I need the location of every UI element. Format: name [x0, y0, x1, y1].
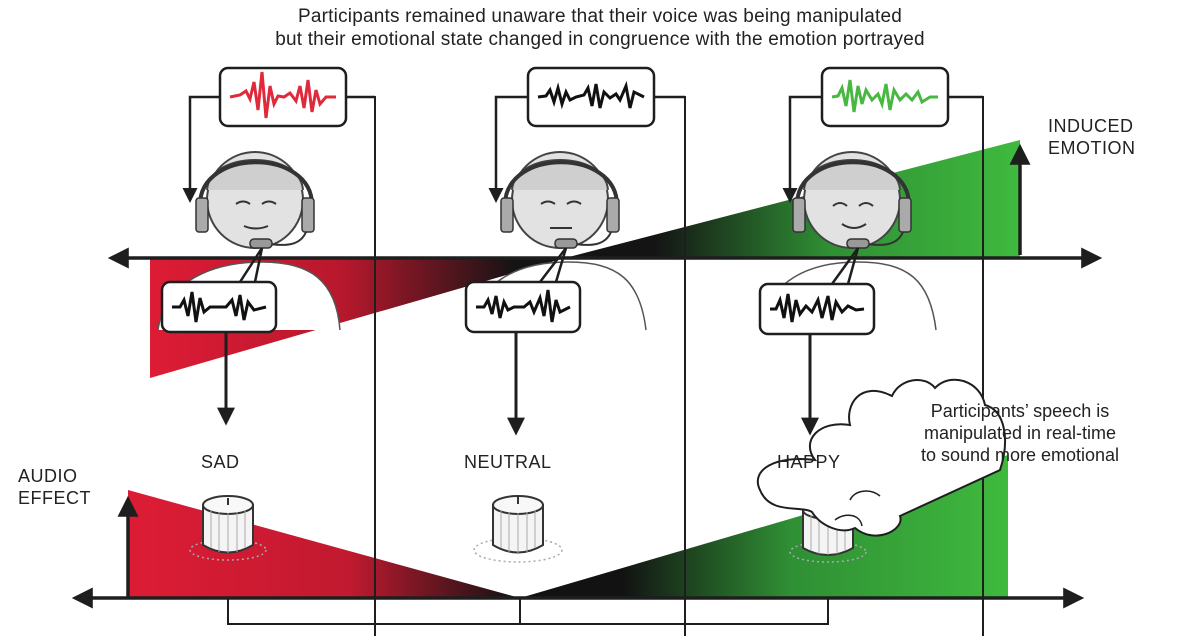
- waveform-original-neutral: [476, 289, 571, 323]
- title-line-2: but their emotional state changed in con…: [275, 29, 925, 50]
- title-line-1: Participants remained unaware that their…: [298, 6, 902, 27]
- audio-effect-label-1: AUDIO: [18, 466, 78, 486]
- waveform-original-happy: [770, 293, 865, 323]
- knob-neutral-icon: [473, 495, 563, 563]
- waveform-manipulated-neutral: [537, 80, 645, 110]
- induced-emotion-label-2: EMOTION: [1048, 138, 1136, 158]
- manipulation-note-line-2: manipulated in real-time: [923, 423, 1117, 443]
- condition-label-sad: SAD: [201, 452, 240, 472]
- condition-label-happy: HAPPY: [777, 452, 841, 472]
- knob-sad-icon: [189, 495, 267, 561]
- manipulation-note-line-1: Participants’ speech is: [930, 401, 1110, 421]
- audio-effect-area: [128, 455, 1008, 598]
- column-lines: [227, 96, 984, 636]
- condition-sad: [157, 66, 375, 561]
- waveform-manipulated-happy: [831, 79, 938, 113]
- audio-effect-label-2: EFFECT: [18, 488, 91, 508]
- waveform-original-sad: [172, 291, 267, 323]
- hand-cloud-icon: [757, 378, 1006, 537]
- waveform-manipulated-sad: [229, 71, 336, 119]
- condition-label-neutral: NEUTRAL: [464, 452, 552, 472]
- induced-emotion-label-1: INDUCED: [1048, 116, 1134, 136]
- manipulation-note-line-3: to sound more emotional: [920, 445, 1120, 465]
- condition-neutral: [464, 66, 685, 563]
- condition-happy: [758, 66, 983, 563]
- manipulation-note: Participants’ speech is manipulated in r…: [860, 400, 1180, 466]
